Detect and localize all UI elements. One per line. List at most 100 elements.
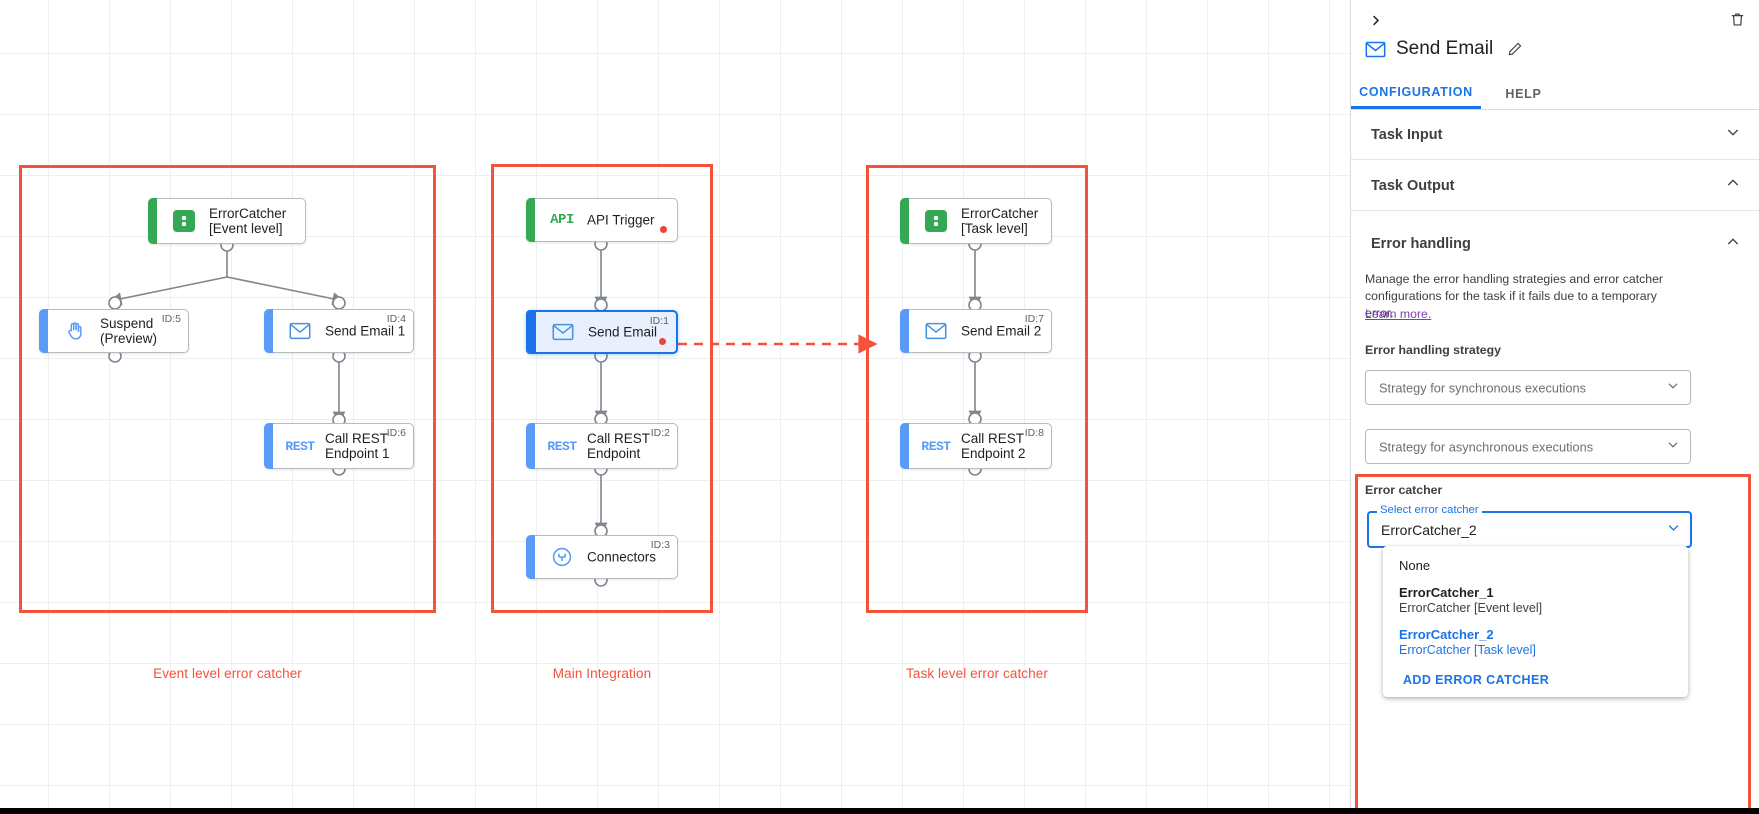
async-strategy-select[interactable]: Strategy for asynchronous executions — [1365, 429, 1691, 464]
error-catcher-label: Error catcher — [1365, 483, 1443, 497]
email-icon — [287, 318, 313, 344]
learn-more-link[interactable]: Learn more. — [1365, 307, 1432, 321]
chevron-down-icon — [1725, 124, 1741, 145]
node-call-rest-endpoint-2[interactable]: REST Call REST Endpoint 2 ID:8 — [900, 423, 1052, 469]
email-icon — [1365, 41, 1386, 58]
node-accent-bar — [526, 535, 535, 579]
error-catcher-dropdown-menu[interactable]: None ErrorCatcher_1 ErrorCatcher [Event … — [1383, 546, 1688, 697]
group-box-task-level — [866, 165, 1088, 613]
node-accent-bar — [526, 310, 536, 354]
chevron-right-icon[interactable] — [1363, 8, 1387, 32]
rest-icon: REST — [547, 438, 577, 454]
node-send-email[interactable]: Send Email ID:1 — [526, 310, 678, 354]
tab-help[interactable]: HELP — [1505, 86, 1542, 101]
node-label: Send Email 1 — [325, 323, 406, 339]
trash-icon[interactable] — [1725, 7, 1749, 31]
api-icon: API — [550, 212, 574, 228]
node-accent-bar — [148, 198, 157, 244]
select-error-catcher-legend: Select error catcher — [1377, 504, 1482, 516]
bottom-strip — [0, 808, 1759, 814]
email-icon — [550, 319, 576, 345]
node-accent-bar — [900, 198, 909, 244]
integration-canvas[interactable]: Event level error catcher Main Integrati… — [0, 0, 1350, 814]
select-error-catcher[interactable]: ErrorCatcher_2 — [1367, 511, 1692, 548]
tab-configuration[interactable]: CONFIGURATION — [1351, 78, 1481, 109]
section-task-input[interactable]: Task Input — [1351, 110, 1759, 160]
node-accent-bar — [526, 423, 535, 469]
email-icon — [923, 318, 949, 344]
option-name: None — [1399, 558, 1431, 573]
node-label: ErrorCatcher [Event level] — [209, 206, 287, 236]
node-send-email-2[interactable]: Send Email 2 ID:7 — [900, 309, 1052, 353]
error-catcher-icon — [171, 208, 197, 234]
node-error-indicator — [659, 338, 666, 345]
node-error-indicator — [660, 226, 667, 233]
node-label: ErrorCatcher [Task level] — [961, 206, 1039, 236]
node-api-trigger[interactable]: API API Trigger — [526, 198, 678, 242]
group-label-task-level: Task level error catcher — [906, 666, 1048, 681]
canvas-connections — [108, 237, 982, 587]
chevron-down-icon — [1666, 520, 1681, 540]
rest-icon: REST — [285, 438, 315, 454]
section-error-handling[interactable]: Error handling — [1351, 219, 1759, 269]
node-accent-bar — [526, 198, 535, 242]
node-id: ID:6 — [386, 427, 406, 439]
dropdown-option-errorcatcher-2[interactable]: ErrorCatcher_2 ErrorCatcher [Task level] — [1383, 621, 1688, 663]
node-call-rest-endpoint-1[interactable]: REST Call REST Endpoint 1 ID:6 — [264, 423, 414, 469]
section-task-output[interactable]: Task Output — [1351, 161, 1759, 211]
node-label: Call REST Endpoint — [587, 431, 651, 461]
node-accent-bar — [900, 423, 909, 469]
chevron-up-icon — [1725, 234, 1741, 255]
node-label: Connectors — [587, 549, 657, 565]
node-accent-bar — [264, 309, 273, 353]
chevron-down-icon — [1666, 378, 1680, 397]
error-handling-strategy-label: Error handling strategy — [1365, 343, 1501, 357]
node-label: API Trigger — [587, 212, 655, 228]
node-error-catcher-event-level[interactable]: ErrorCatcher [Event level] — [148, 198, 306, 244]
node-accent-bar — [264, 423, 273, 469]
sync-strategy-select[interactable]: Strategy for synchronous executions — [1365, 370, 1691, 405]
section-title: Task Output — [1371, 177, 1455, 194]
node-id: ID:4 — [386, 313, 406, 325]
dropdown-option-errorcatcher-1[interactable]: ErrorCatcher_1 ErrorCatcher [Event level… — [1383, 579, 1688, 621]
group-label-main-integration: Main Integration — [552, 666, 652, 681]
panel-header: Send Email — [1365, 38, 1523, 60]
node-label: Send Email — [588, 324, 658, 340]
panel-tabs: CONFIGURATION HELP — [1351, 78, 1759, 110]
group-label-event-level: Event level error catcher — [153, 666, 302, 681]
chevron-up-icon — [1725, 175, 1741, 196]
panel-scroll-area[interactable]: Send Email CONFIGURATION HELP Task Input — [1351, 0, 1759, 814]
node-id: ID:1 — [649, 315, 669, 327]
dropdown-option-none[interactable]: None — [1383, 552, 1688, 579]
section-title: Error handling — [1371, 236, 1471, 252]
error-handling-description: Manage the error handling strategies and… — [1365, 272, 1664, 320]
node-id: ID:5 — [161, 313, 181, 325]
node-label: Send Email 2 — [961, 323, 1042, 339]
node-call-rest-endpoint[interactable]: REST Call REST Endpoint ID:2 — [526, 423, 678, 469]
option-name: ErrorCatcher_2 — [1399, 627, 1494, 642]
page-title: Send Email — [1396, 38, 1494, 59]
node-id: ID:8 — [1024, 427, 1044, 439]
section-title: Task Input — [1371, 126, 1443, 143]
chevron-down-icon — [1666, 437, 1680, 456]
node-suspend[interactable]: Suspend (Preview) ID:5 — [39, 309, 189, 353]
selected-error-catcher-value: ErrorCatcher_2 — [1381, 521, 1477, 538]
hand-icon — [62, 318, 88, 344]
async-strategy-value: Strategy for asynchronous executions — [1379, 439, 1594, 454]
node-id: ID:3 — [650, 539, 670, 551]
node-label: Call REST Endpoint 2 — [961, 431, 1026, 461]
node-error-catcher-task-level[interactable]: ErrorCatcher [Task level] — [900, 198, 1052, 244]
error-catcher-icon — [923, 208, 949, 234]
option-sub: ErrorCatcher [Task level] — [1399, 643, 1536, 657]
node-connectors[interactable]: Connectors ID:3 — [526, 535, 678, 579]
node-id: ID:7 — [1024, 313, 1044, 325]
node-id: ID:2 — [650, 427, 670, 439]
node-accent-bar — [900, 309, 909, 353]
add-error-catcher-button[interactable]: ADD ERROR CATCHER — [1403, 673, 1550, 687]
group-box-event-level — [19, 165, 436, 613]
group-box-main-integration — [491, 164, 713, 613]
node-send-email-1[interactable]: Send Email 1 ID:4 — [264, 309, 414, 353]
node-accent-bar — [39, 309, 48, 353]
pencil-icon[interactable] — [1507, 41, 1523, 57]
